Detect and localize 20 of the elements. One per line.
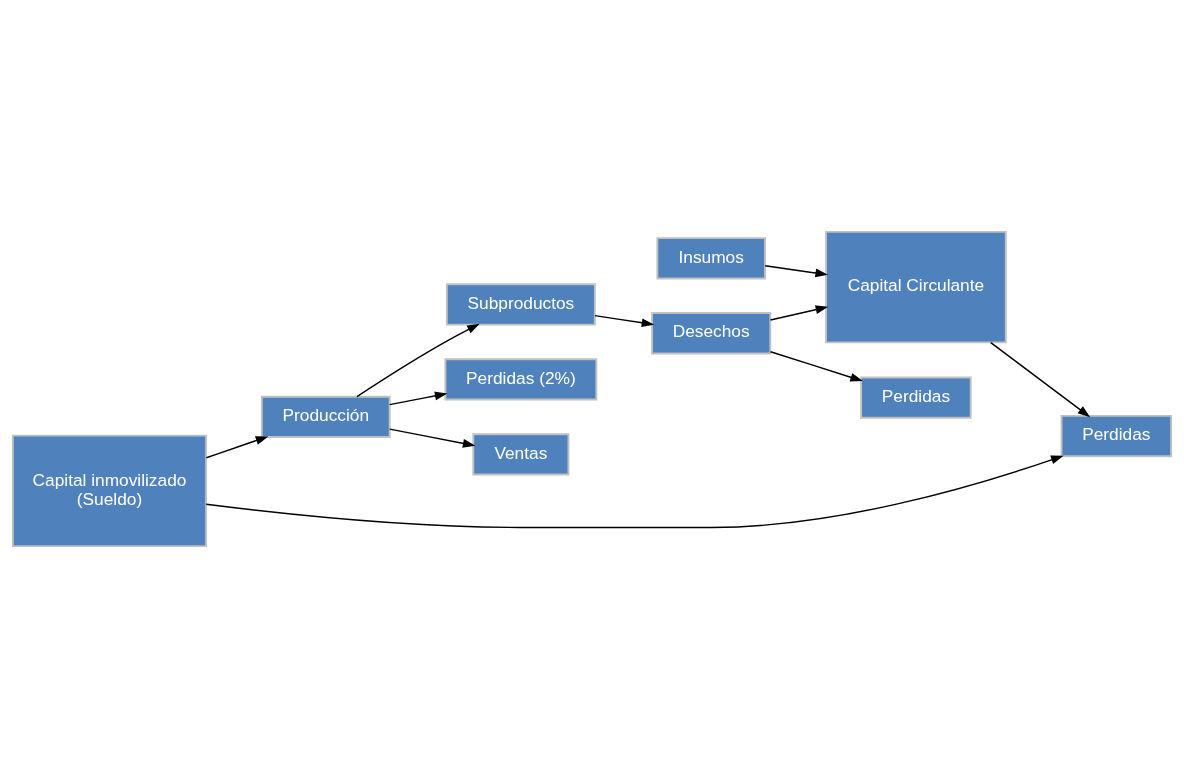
node-box: Ventas xyxy=(472,432,570,475)
node-box: Insumos xyxy=(656,236,766,279)
arrow xyxy=(389,427,476,448)
arrow xyxy=(205,455,1064,528)
node-box: Desechos xyxy=(651,311,772,354)
arrow xyxy=(205,435,269,458)
node-box: Capital inmovilizado (Sueldo) xyxy=(11,434,208,547)
node-box: Subproductos xyxy=(445,282,596,326)
node-box: Perdidas xyxy=(860,376,972,419)
node-box: Perdidas xyxy=(1060,414,1173,457)
arrow xyxy=(594,314,655,327)
arrow xyxy=(769,304,829,321)
arrow xyxy=(990,341,1091,417)
node-box: Producción xyxy=(260,395,391,438)
node-box: Capital Circulante xyxy=(825,230,1007,343)
arrow xyxy=(356,323,480,397)
arrow xyxy=(764,264,828,277)
node-box: Perdidas (2%) xyxy=(444,357,598,401)
arrow xyxy=(769,350,863,381)
arrow xyxy=(389,391,448,405)
